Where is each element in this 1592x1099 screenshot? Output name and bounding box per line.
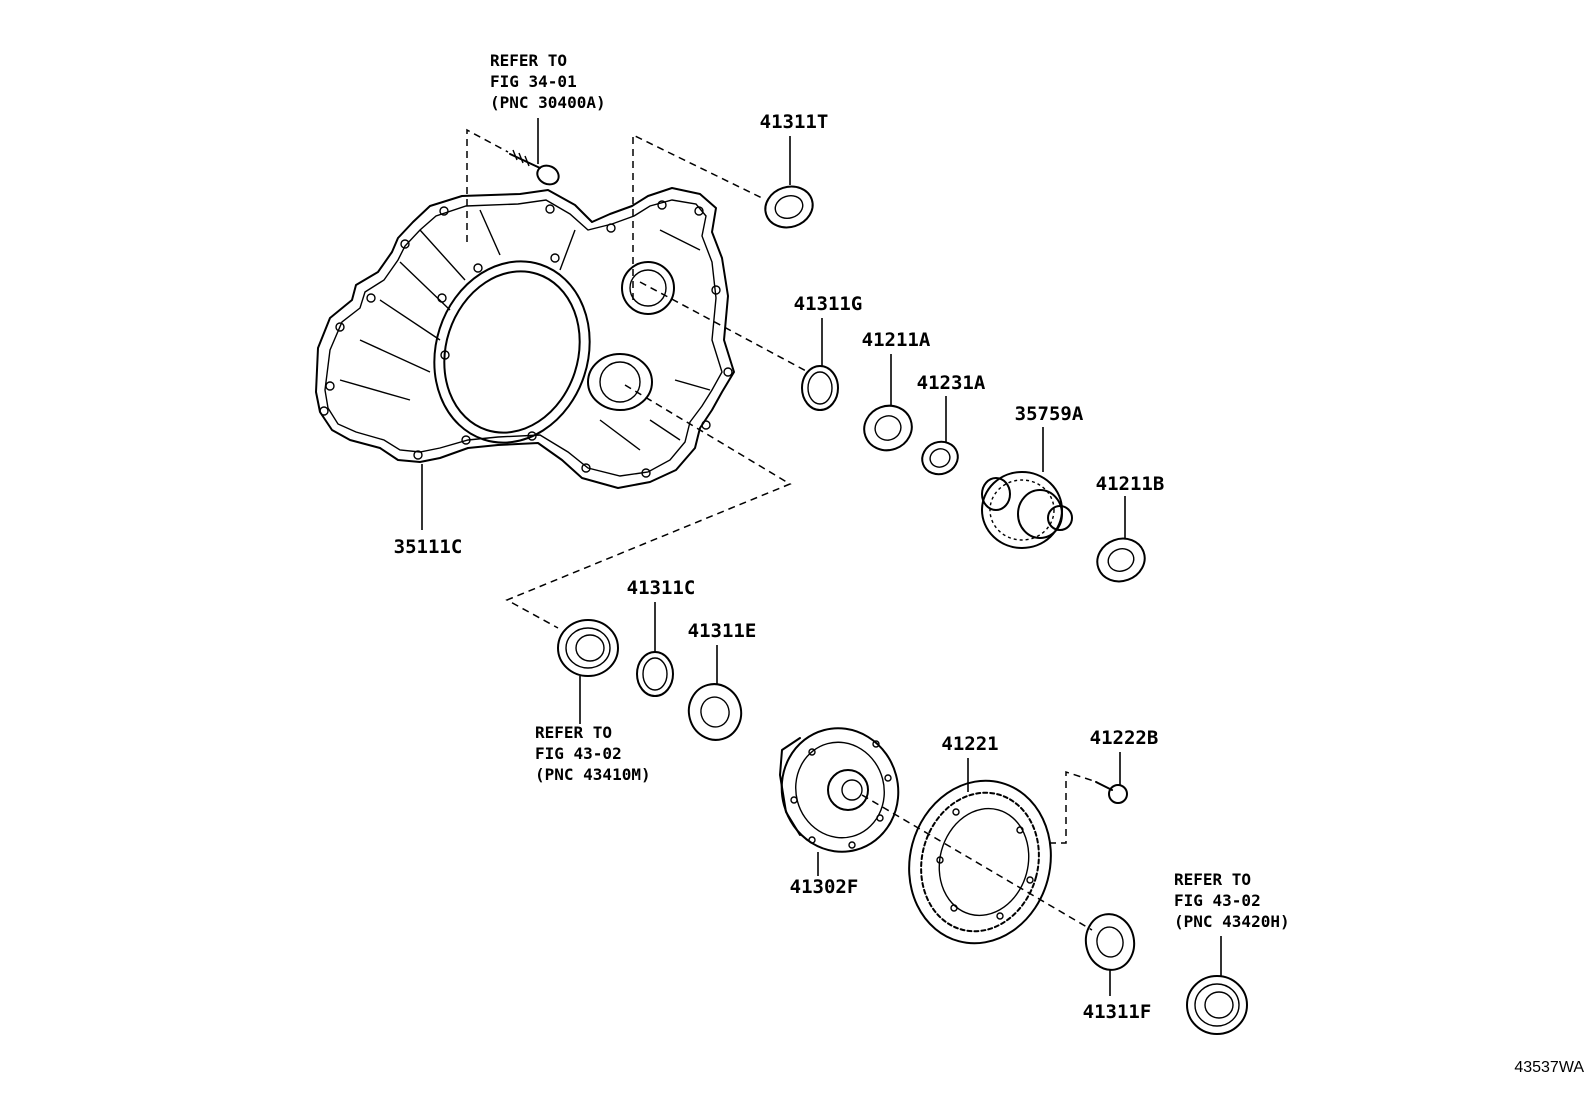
part-label-41311c: 41311C	[627, 577, 696, 599]
ref-bottom-line-2: FIG 43-02	[1174, 891, 1261, 910]
ref-top-line-2: FIG 34-01	[490, 72, 577, 91]
housing-bolt-icon	[509, 118, 560, 186]
part-label-41311g: 41311G	[794, 293, 863, 315]
ref-middle-line-3: (PNC 43410M)	[535, 765, 651, 784]
oil-seal-rh-icon	[1186, 936, 1248, 1035]
differential-case-41302f-icon	[779, 727, 900, 876]
ring-gear-bolt-41222b-icon	[1095, 752, 1128, 804]
bearing-41211a-icon	[863, 354, 913, 452]
bearing-41311e-icon	[687, 645, 743, 741]
part-label-41302f: 41302F	[790, 876, 859, 898]
transaxle-housing	[315, 187, 735, 530]
part-label-41311e: 41311E	[688, 620, 757, 642]
nut-41231a-icon	[921, 396, 959, 476]
bearing-41311t-icon	[764, 136, 814, 229]
part-label-41211b: 41211B	[1096, 473, 1165, 495]
reference-note-top: REFER TO FIG 34-01 (PNC 30400A)	[490, 51, 606, 112]
oil-seal-icon	[557, 619, 619, 724]
part-label-35111c: 35111C	[394, 536, 463, 558]
shim-41311c-icon	[636, 602, 674, 697]
part-label-41311f: 41311F	[1083, 1001, 1152, 1023]
part-label-41311t: 41311T	[760, 111, 829, 133]
ref-bottom-line-1: REFER TO	[1174, 870, 1251, 889]
part-label-41222b: 41222B	[1090, 727, 1159, 749]
bearing-41311f-icon	[1084, 913, 1136, 996]
assembly-lines	[466, 128, 1098, 931]
seal-41311g-icon	[801, 318, 839, 411]
part-label-35759a: 35759A	[1015, 403, 1084, 425]
part-label-41221: 41221	[941, 733, 998, 755]
ref-middle-line-2: FIG 43-02	[535, 744, 622, 763]
ref-bottom-line-3: (PNC 43420H)	[1174, 912, 1290, 931]
ref-top-line-1: REFER TO	[490, 51, 567, 70]
ref-middle-line-1: REFER TO	[535, 723, 612, 742]
part-label-41211a: 41211A	[862, 329, 931, 351]
reference-note-middle: REFER TO FIG 43-02 (PNC 43410M)	[535, 723, 651, 784]
ref-top-line-3: (PNC 30400A)	[490, 93, 606, 112]
part-label-41231a: 41231A	[917, 372, 986, 394]
bearing-41211b-icon	[1096, 496, 1146, 583]
ring-gear-41221-icon	[908, 758, 1052, 945]
reference-note-bottom: REFER TO FIG 43-02 (PNC 43420H)	[1174, 870, 1290, 931]
illustration-code: 43537WA	[1514, 1059, 1584, 1076]
driven-gear-35759a-icon	[981, 427, 1073, 549]
